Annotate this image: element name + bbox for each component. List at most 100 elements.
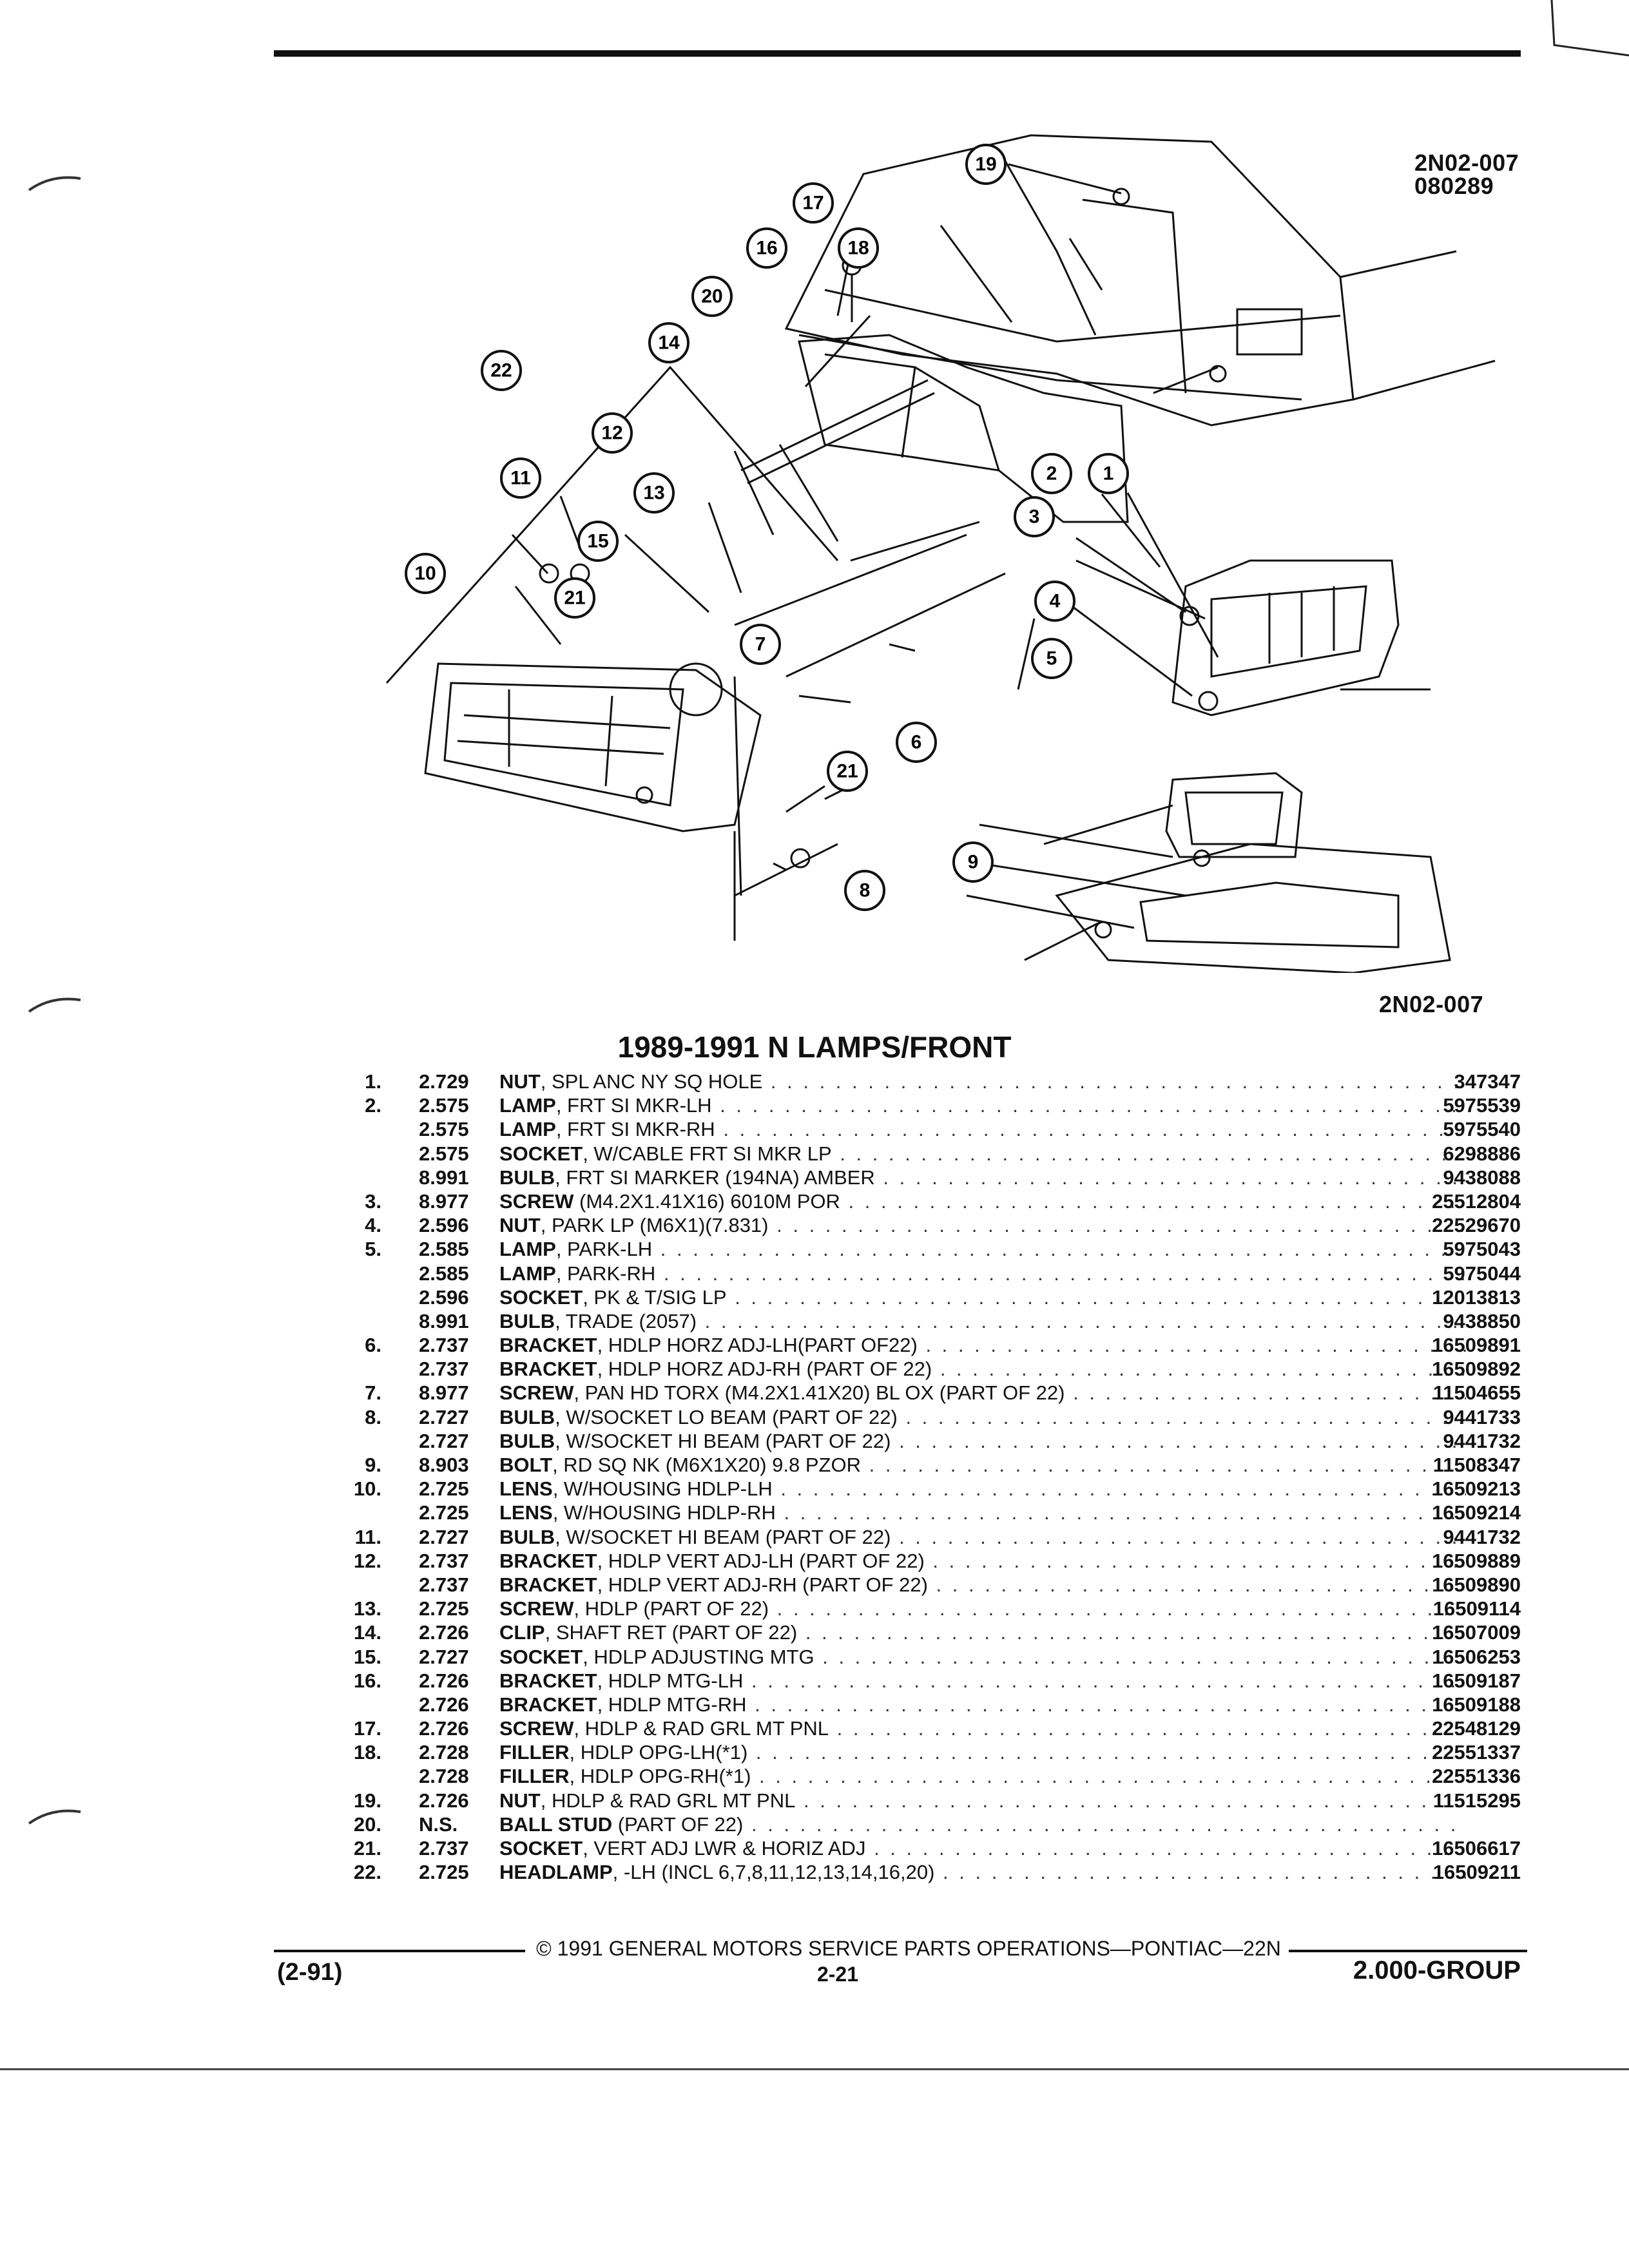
group-number: 2.726	[419, 1789, 469, 1812]
dot-leader: . . . . . . . . . . . . . . . . . . . . …	[723, 1118, 1466, 1141]
part-description: SCREW, PAN HD TORX (M4.2X1.41X20) BL OX …	[499, 1381, 1466, 1405]
part-detail: , W/SOCKET HI BEAM (PART OF 22)	[555, 1525, 891, 1548]
page-title: 1989-1991 N LAMPS/FRONT	[617, 1030, 1012, 1064]
part-detail: , PK & T/SIG LP	[583, 1285, 727, 1309]
svg-text:21: 21	[564, 588, 585, 609]
bottom-rule	[0, 2068, 1629, 2070]
part-description: BRACKET, HDLP VERT ADJ-RH (PART OF 22) .…	[499, 1573, 1466, 1597]
svg-text:3: 3	[1029, 506, 1040, 528]
parts-list-row: 20.N.S.BALL STUD (PART OF 22) . . . . . …	[335, 1812, 1534, 1836]
dot-leader: . . . . . . . . . . . . . . . . . . . . …	[925, 1334, 1466, 1357]
ref-number: 4.	[365, 1214, 381, 1237]
callout-18: 18	[838, 227, 879, 269]
part-description: BULB, W/SOCKET HI BEAM (PART OF 22) . . …	[499, 1525, 1466, 1549]
group-number: 2.729	[419, 1070, 469, 1093]
part-detail: , HDLP MTG-LH	[597, 1669, 744, 1692]
group-number: 2.727	[419, 1429, 469, 1452]
svg-text:15: 15	[587, 531, 608, 552]
callout-8: 8	[844, 870, 885, 911]
part-number: 11515295	[1432, 1789, 1521, 1812]
part-detail: (M4.2X1.41X16) 6010M POR	[574, 1189, 840, 1213]
dot-leader: . . . . . . . . . . . . . . . . . . . . …	[755, 1693, 1466, 1716]
callout-11: 11	[500, 457, 541, 499]
svg-text:5: 5	[1046, 648, 1057, 669]
part-name: SOCKET	[499, 1645, 583, 1668]
part-description: SOCKET, VERT ADJ LWR & HORIZ ADJ . . . .…	[499, 1836, 1466, 1860]
svg-text:11: 11	[510, 468, 531, 489]
part-number: 16509889	[1432, 1549, 1521, 1572]
callout-15: 15	[577, 521, 619, 562]
callout-4: 4	[1034, 581, 1075, 622]
group-number: 2.727	[419, 1525, 469, 1548]
ref-number: 5.	[365, 1238, 381, 1261]
part-description: SOCKET, W/CABLE FRT SI MKR LP . . . . . …	[499, 1142, 1466, 1166]
dot-leader: . . . . . . . . . . . . . . . . . . . . …	[803, 1789, 1466, 1812]
group-number: 2.726	[419, 1717, 469, 1740]
part-name: BRACKET	[499, 1669, 597, 1692]
svg-text:10: 10	[414, 563, 436, 584]
callout-19: 19	[965, 144, 1007, 185]
top-rule	[274, 50, 1521, 57]
part-name: LENS	[499, 1477, 553, 1501]
part-description: BRACKET, HDLP MTG-LH . . . . . . . . . .…	[499, 1669, 1466, 1693]
group-number: 2.596	[419, 1214, 469, 1237]
dot-leader: . . . . . . . . . . . . . . . . . . . . …	[780, 1477, 1466, 1501]
footer-group: 2.000-GROUP	[1353, 1956, 1521, 1984]
part-name: BRACKET	[499, 1358, 597, 1381]
part-number: 12013813	[1432, 1285, 1521, 1309]
part-number: 9438850	[1443, 1309, 1521, 1332]
part-detail: , FRT SI MARKER (194NA) AMBER	[555, 1166, 875, 1189]
callout-7: 7	[740, 624, 781, 665]
part-description: BOLT, RD SQ NK (M6X1X20) 9.8 PZOR . . . …	[499, 1453, 1466, 1477]
dot-leader: . . . . . . . . . . . . . . . . . . . . …	[932, 1549, 1466, 1572]
dot-leader: . . . . . . . . . . . . . . . . . . . . …	[943, 1861, 1466, 1884]
part-detail: (PART OF 22)	[612, 1812, 744, 1836]
svg-text:18: 18	[847, 238, 869, 259]
svg-text:21: 21	[836, 761, 858, 782]
ref-number: 2.	[365, 1094, 381, 1117]
svg-text:17: 17	[802, 193, 824, 214]
callout-16: 16	[746, 227, 787, 269]
part-name: BRACKET	[499, 1549, 597, 1572]
part-number: 5975540	[1443, 1118, 1521, 1141]
part-name: BULB	[499, 1525, 555, 1548]
dot-leader: . . . . . . . . . . . . . . . . . . . . …	[899, 1525, 1466, 1548]
part-number: 22548129	[1432, 1717, 1521, 1740]
dot-leader: . . . . . . . . . . . . . . . . . . . . …	[848, 1189, 1466, 1213]
svg-text:4: 4	[1050, 591, 1061, 612]
callout-14: 14	[648, 322, 689, 363]
group-number: 2.585	[419, 1238, 469, 1261]
part-name: SCREW	[499, 1189, 574, 1213]
part-name: NUT	[499, 1214, 541, 1237]
part-description: BRACKET, HDLP MTG-RH . . . . . . . . . .…	[499, 1693, 1466, 1716]
part-number: 11504655	[1432, 1381, 1521, 1405]
part-description: LAMP, FRT SI MKR-LH . . . . . . . . . . …	[499, 1093, 1466, 1117]
part-detail: , W/HOUSING HDLP-LH	[552, 1477, 773, 1501]
part-detail: , PARK-RH	[555, 1262, 656, 1285]
part-description: SOCKET, PK & T/SIG LP . . . . . . . . . …	[499, 1285, 1466, 1309]
margin-mark	[28, 1809, 81, 1825]
part-description: FILLER, HDLP OPG-LH(*1) . . . . . . . . …	[499, 1740, 1466, 1764]
part-number: 347347	[1454, 1070, 1521, 1093]
part-detail: , W/HOUSING HDLP-RH	[552, 1501, 776, 1524]
group-number: 2.737	[419, 1573, 469, 1596]
part-name: LAMP	[499, 1262, 556, 1285]
group-number: 2.585	[419, 1262, 469, 1285]
part-description: HEADLAMP, -LH (INCL 6,7,8,11,12,13,14,16…	[499, 1860, 1466, 1884]
